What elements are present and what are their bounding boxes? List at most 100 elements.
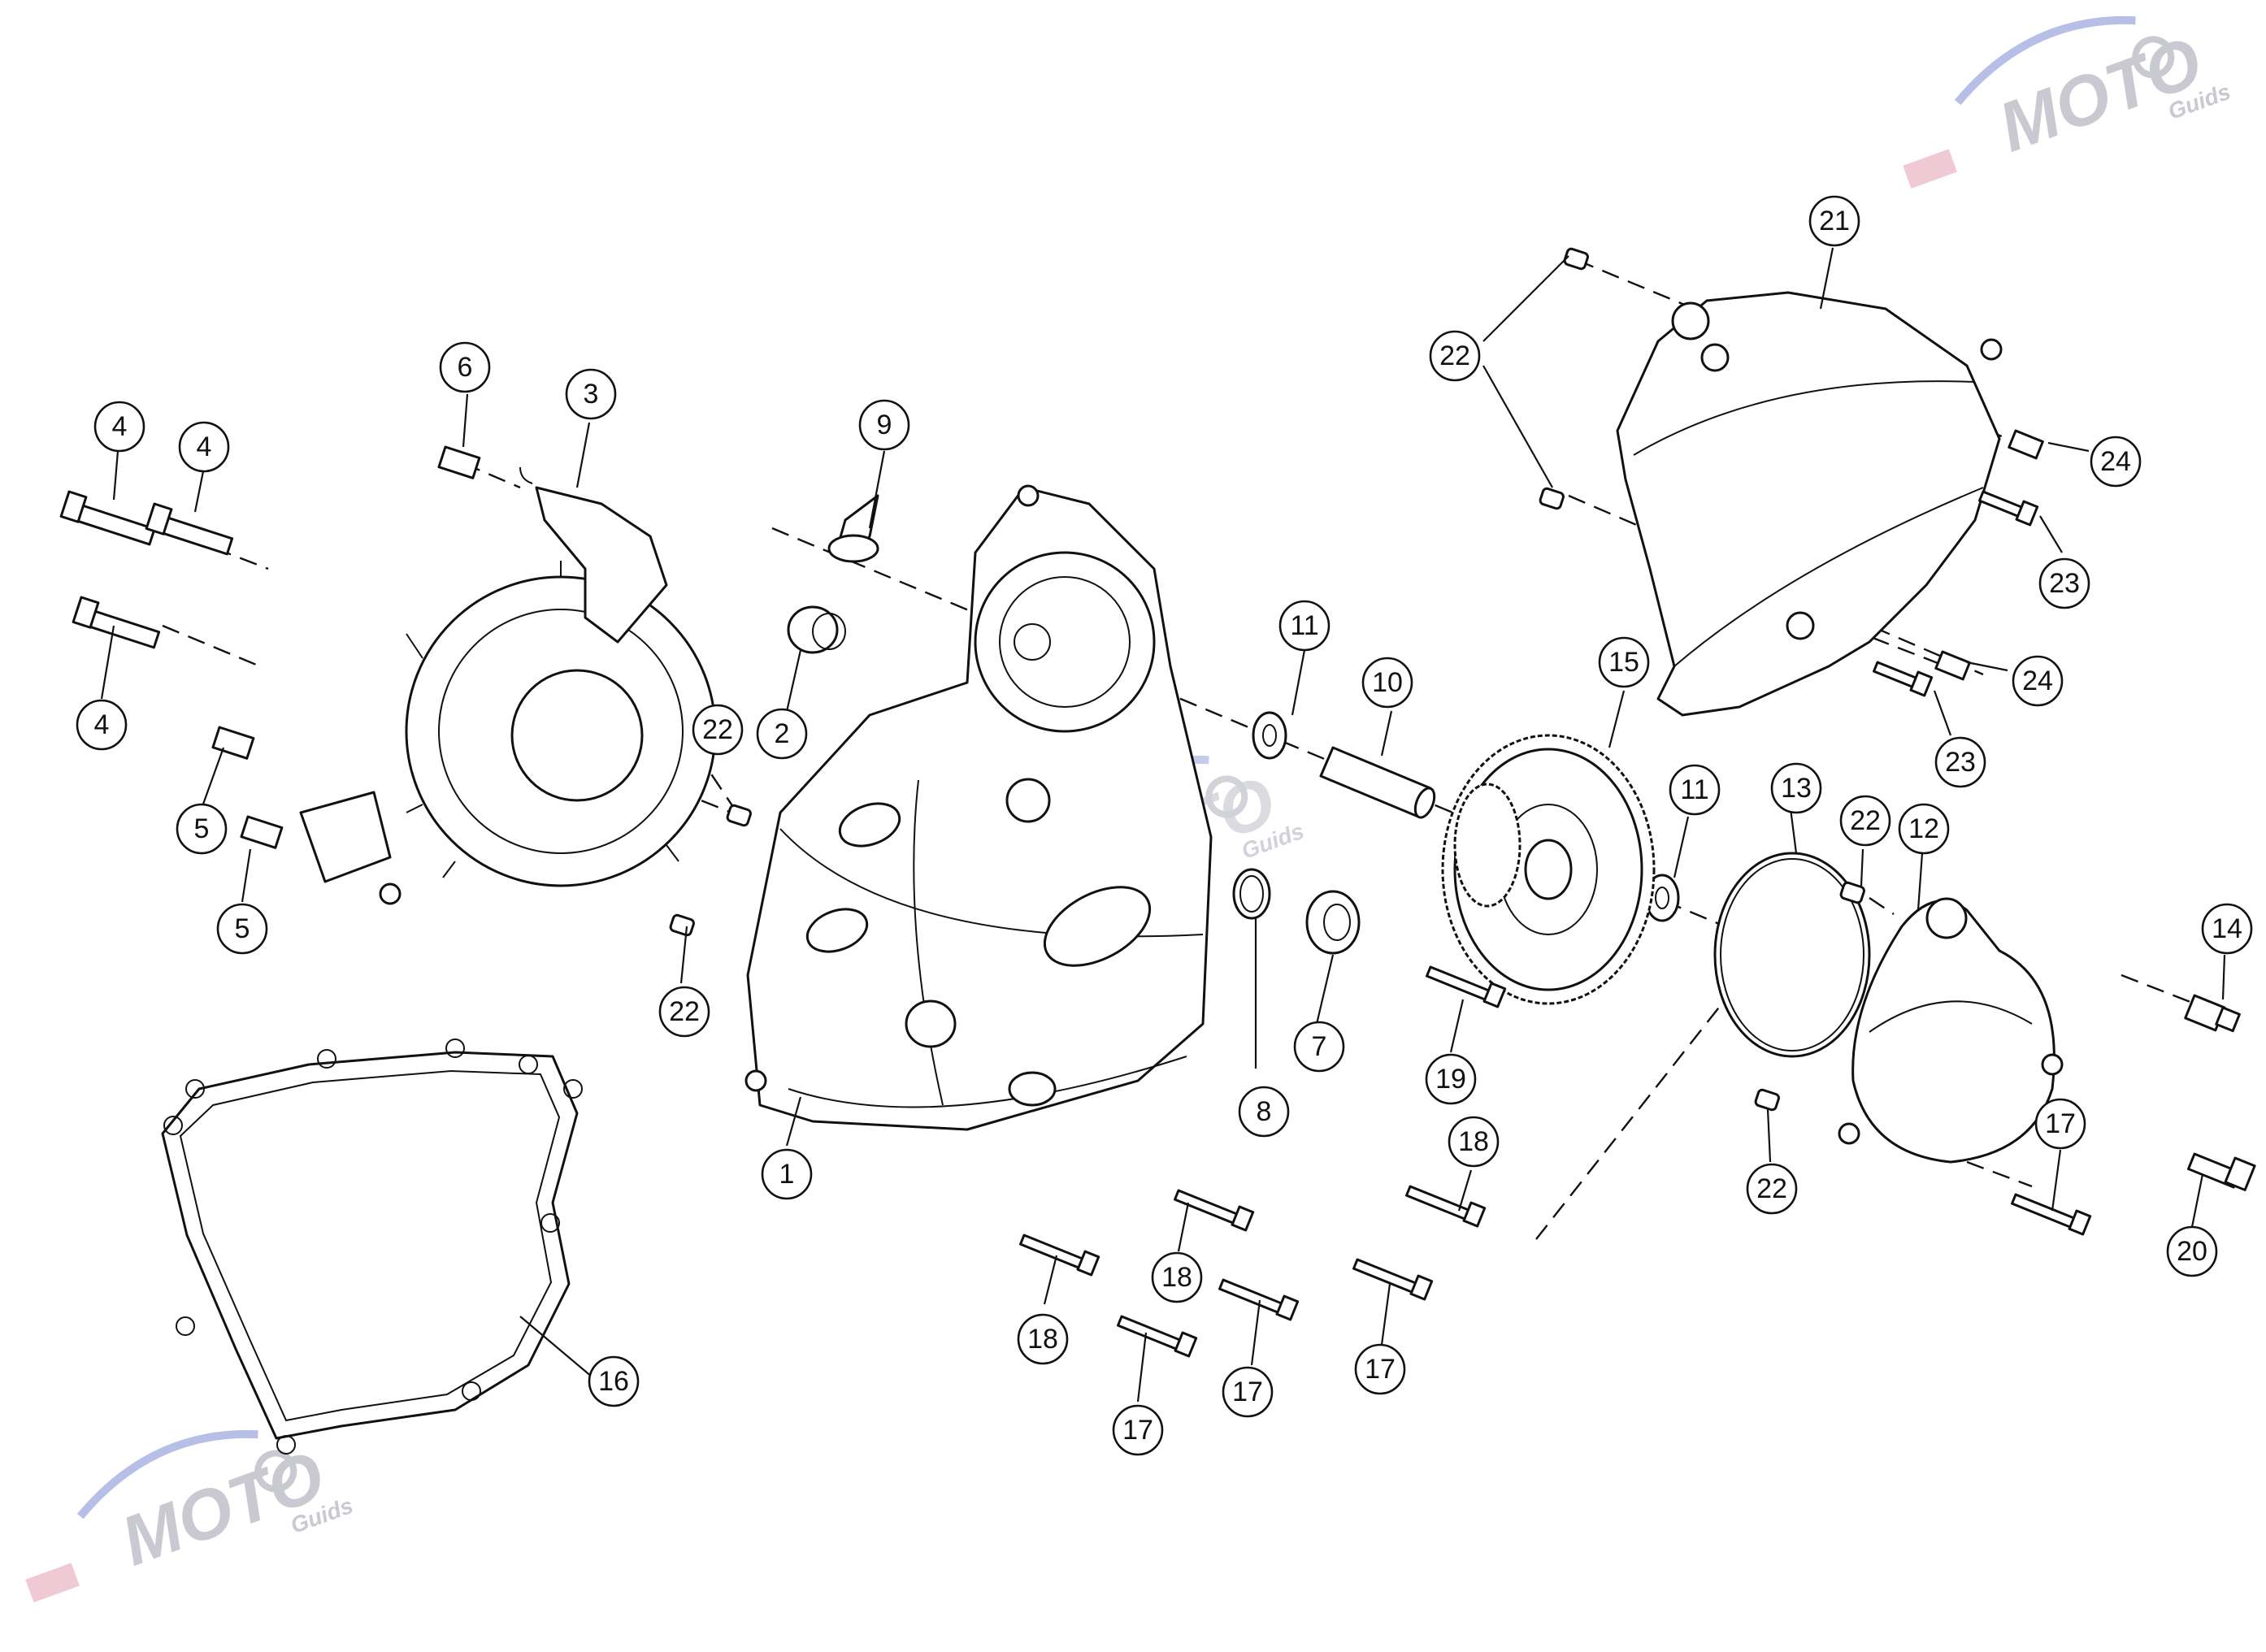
callout-bubble: 9	[858, 399, 910, 451]
callout-bubble: 1	[761, 1148, 813, 1200]
callout-bubble: 22	[1746, 1163, 1798, 1215]
callout-number: 21	[1819, 206, 1850, 236]
callout-number: 17	[2045, 1108, 2076, 1139]
callout-number: 17	[1232, 1377, 1263, 1407]
bolt-icon	[1218, 1278, 1300, 1321]
callout-number: 4	[197, 431, 212, 462]
callout-bubble: 16	[588, 1355, 640, 1407]
callout-number: 14	[2212, 913, 2242, 944]
callout-bubble: 21	[1808, 195, 1860, 247]
o-ring-icon	[1232, 868, 1271, 920]
callout-number: 22	[1439, 340, 1470, 371]
bearing-icon	[1305, 890, 1361, 955]
gasket-icon	[161, 1038, 583, 1455]
bolt-icon	[1174, 1189, 1255, 1232]
dowel-pin-icon	[669, 913, 695, 937]
callout-number: 4	[94, 709, 110, 740]
callout-number: 18	[1027, 1324, 1058, 1355]
bolt-icon	[2187, 1152, 2256, 1191]
callout-number: 8	[1257, 1096, 1272, 1127]
bolt-icon	[1426, 965, 1507, 1008]
callout-bubble: 4	[76, 699, 128, 751]
callout-bubble: 13	[1770, 762, 1822, 814]
callout-bubble: 14	[2201, 903, 2253, 955]
bolt-icon	[1873, 661, 1934, 697]
callout-bubble: 4	[93, 401, 145, 453]
callout-bubble: 5	[176, 803, 228, 855]
bolt-icon	[1019, 1234, 1100, 1277]
callout-number: 9	[877, 410, 892, 440]
callout-bubble: 20	[2166, 1225, 2218, 1277]
callout-bubble: 17	[1112, 1404, 1164, 1456]
callout-number: 1	[779, 1159, 795, 1190]
crankcase-cover-icon	[744, 484, 1213, 1131]
callout-bubble: 4	[178, 421, 230, 473]
callout-number: 5	[235, 913, 250, 944]
callout-number: 6	[458, 352, 473, 383]
grommet-icon	[827, 494, 879, 563]
bolt-icon	[2011, 1193, 2092, 1236]
dowel-pin-icon	[726, 804, 752, 827]
gear-icon	[1441, 734, 1656, 1005]
leader-lines	[100, 247, 2226, 1403]
callout-number: 22	[1850, 805, 1881, 836]
callout-bubble: 2	[756, 708, 808, 760]
callout-bubble: 23	[2038, 557, 2090, 609]
callout-number: 23	[1945, 747, 1976, 778]
callout-bubble: 7	[1293, 1021, 1345, 1073]
bolt-icon	[59, 490, 156, 546]
callout-number: 12	[1908, 813, 1939, 844]
callout-bubble: 17	[2034, 1098, 2086, 1150]
o-ring-icon	[1713, 852, 1871, 1058]
callout-number: 22	[702, 714, 733, 745]
callout-number: 20	[2177, 1236, 2207, 1267]
callout-bubble: 18	[1017, 1313, 1069, 1365]
callout-bubble: 12	[1898, 803, 1950, 855]
callout-number: 17	[1365, 1354, 1396, 1385]
callout-number: 18	[1458, 1126, 1489, 1157]
short-bolt-icon	[240, 815, 284, 849]
callout-number: 11	[1290, 610, 1318, 641]
short-bolt-icon	[211, 726, 255, 760]
callout-bubble: 17	[1354, 1343, 1406, 1395]
callout-number: 18	[1161, 1262, 1192, 1293]
short-bolt-icon	[2008, 429, 2044, 460]
callout-bubble: 22	[1839, 795, 1891, 847]
callout-bubble: 17	[1222, 1366, 1274, 1418]
callout-number: 5	[194, 813, 210, 844]
callout-bubble: 24	[2090, 436, 2142, 488]
callout-bubble: 19	[1425, 1053, 1477, 1105]
bolt-icon	[1352, 1258, 1434, 1301]
callout-bubble: 24	[2012, 655, 2064, 707]
callout-bubble: 18	[1448, 1116, 1500, 1168]
callout-number: 2	[775, 718, 790, 749]
callout-bubble: 23	[1934, 736, 1986, 788]
plug-bolt-icon	[2184, 994, 2241, 1033]
sprocket-cover-icon	[1616, 291, 2003, 717]
callout-bubble: 22	[658, 986, 710, 1038]
fasteners	[59, 247, 2256, 1358]
callout-bubble: 18	[1151, 1251, 1203, 1303]
callout-bubble: 22	[692, 704, 744, 756]
bushing-icon	[787, 605, 846, 654]
stator-icon	[299, 466, 724, 905]
washer-icon	[1252, 711, 1287, 760]
dowel-pin-icon	[1563, 247, 1589, 271]
bolt-icon	[1117, 1315, 1198, 1358]
callout-number: 24	[2022, 666, 2053, 696]
callout-number: 15	[1608, 647, 1639, 678]
callout-bubble: 10	[1361, 657, 1413, 709]
callout-bubble: 11	[1669, 764, 1721, 816]
shaft-icon	[1319, 746, 1436, 819]
callout-number: 16	[598, 1366, 629, 1397]
bolt-icon	[1978, 490, 2039, 527]
callout-number: 11	[1680, 774, 1708, 805]
dowel-pin-icon	[1754, 1088, 1780, 1112]
callout-number: 24	[2100, 446, 2131, 477]
callout-bubble: 6	[439, 341, 491, 393]
callout-number: 7	[1312, 1031, 1327, 1062]
short-bolt-icon	[1934, 650, 1971, 681]
callout-bubble: 15	[1598, 636, 1650, 688]
callout-number: 22	[1756, 1173, 1787, 1204]
